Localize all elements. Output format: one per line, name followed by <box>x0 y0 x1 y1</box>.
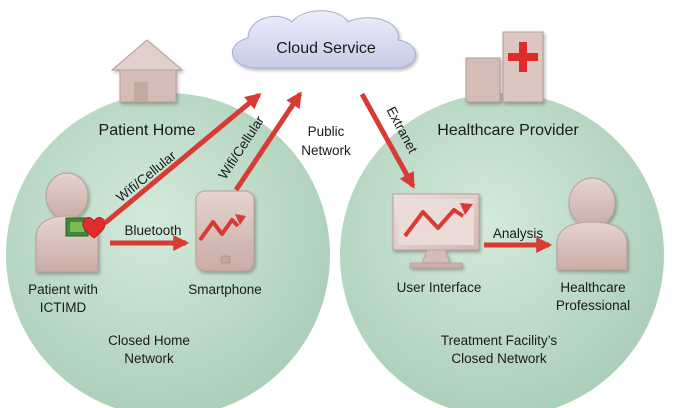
patient-label-line2: ICTIMD <box>40 300 87 315</box>
public-network-label-line2: Network <box>301 143 351 158</box>
healthcare-professional-label-line2: Professional <box>556 298 630 313</box>
healthcare-professional-figure <box>556 177 628 271</box>
public-network-label-line1: Public <box>308 124 345 139</box>
healthcare-provider-circle <box>340 93 664 408</box>
cloud-service-label: Cloud Service <box>276 40 376 57</box>
closed-home-network-label-line1: Closed Home <box>108 333 190 348</box>
extranet-arrow <box>359 92 416 189</box>
smartphone-chart-trend <box>198 218 240 242</box>
treatment-facility-network-label-line1: Treatment Facility’s <box>441 333 558 348</box>
closed-home-network-label-line2: Network <box>124 351 174 366</box>
healthcare-professional-label-line1: Healthcare <box>560 280 625 295</box>
user-interface-label: User Interface <box>397 280 482 295</box>
monitor-icon <box>392 193 480 269</box>
healthcare-provider-title: Healthcare Provider <box>437 122 579 139</box>
house-icon <box>110 39 184 103</box>
analysis-label: Analysis <box>493 226 544 241</box>
patient-home-title: Patient Home <box>99 122 196 139</box>
hospital-icon <box>465 31 544 103</box>
patient-label-line1: Patient with <box>28 282 98 297</box>
bluetooth-label: Bluetooth <box>124 223 181 238</box>
wifi-patient-arrow <box>103 92 262 225</box>
smartphone-label: Smartphone <box>188 282 262 297</box>
treatment-facility-network-label-line2: Closed Network <box>451 351 547 366</box>
monitor-chart-trend <box>403 208 465 238</box>
wifi-smartphone-arrow <box>233 91 303 192</box>
cloud-icon <box>231 10 416 69</box>
heart-icon <box>82 216 106 239</box>
